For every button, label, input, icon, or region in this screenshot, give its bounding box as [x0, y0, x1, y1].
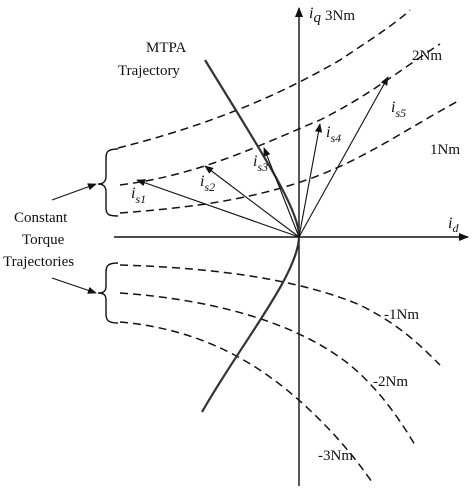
torque-label-2nm: 2Nm [412, 48, 442, 64]
vector-is4 [298, 123, 323, 238]
vector-label-is4: is4 [326, 124, 341, 145]
torque-curve-minus-1nm [119, 264, 441, 366]
torque-label-minus-2nm: -2Nm [373, 374, 408, 390]
torque-label-minus-1nm: -1Nm [384, 307, 419, 323]
constant-torque-label-line3: Trajectories [3, 254, 74, 270]
torque-label-1nm: 1Nm [430, 142, 460, 158]
iq-axis-label: iq [309, 5, 321, 26]
mtpa-label-line2: Trajectory [118, 63, 180, 79]
torque-curve-2nm [119, 43, 441, 186]
torque-curve-minus-2nm [119, 292, 416, 446]
torque-label-minus-3nm: -3Nm [318, 448, 353, 464]
mtpa-label-line1: MTPA [146, 40, 186, 56]
pointer-arrow-lower [51, 277, 97, 294]
vector-is2 [204, 165, 300, 238]
brace-lower [97, 262, 119, 324]
pointer-arrow-upper [51, 183, 97, 201]
vector-label-is3: is3 [253, 153, 268, 174]
constant-torque-label-line2: Torque [22, 232, 65, 248]
constant-torque-label-line1: Constant [14, 210, 68, 226]
vector-label-is5: is5 [391, 99, 406, 120]
vector-is5 [298, 76, 389, 238]
torque-curve-minus-3nm [119, 321, 373, 483]
vector-is3 [263, 147, 300, 238]
vector-is1 [136, 179, 300, 238]
vector-label-is2: is2 [200, 173, 215, 194]
mtpa-trajectory-curve [201, 59, 301, 413]
brace-upper [97, 148, 119, 217]
torque-curve-1nm [119, 99, 461, 214]
id-axis-label: id [448, 215, 459, 235]
vector-label-is1: is1 [131, 185, 146, 206]
torque-curve-3nm [117, 9, 411, 149]
torque-label-3nm: 3Nm [325, 8, 355, 24]
